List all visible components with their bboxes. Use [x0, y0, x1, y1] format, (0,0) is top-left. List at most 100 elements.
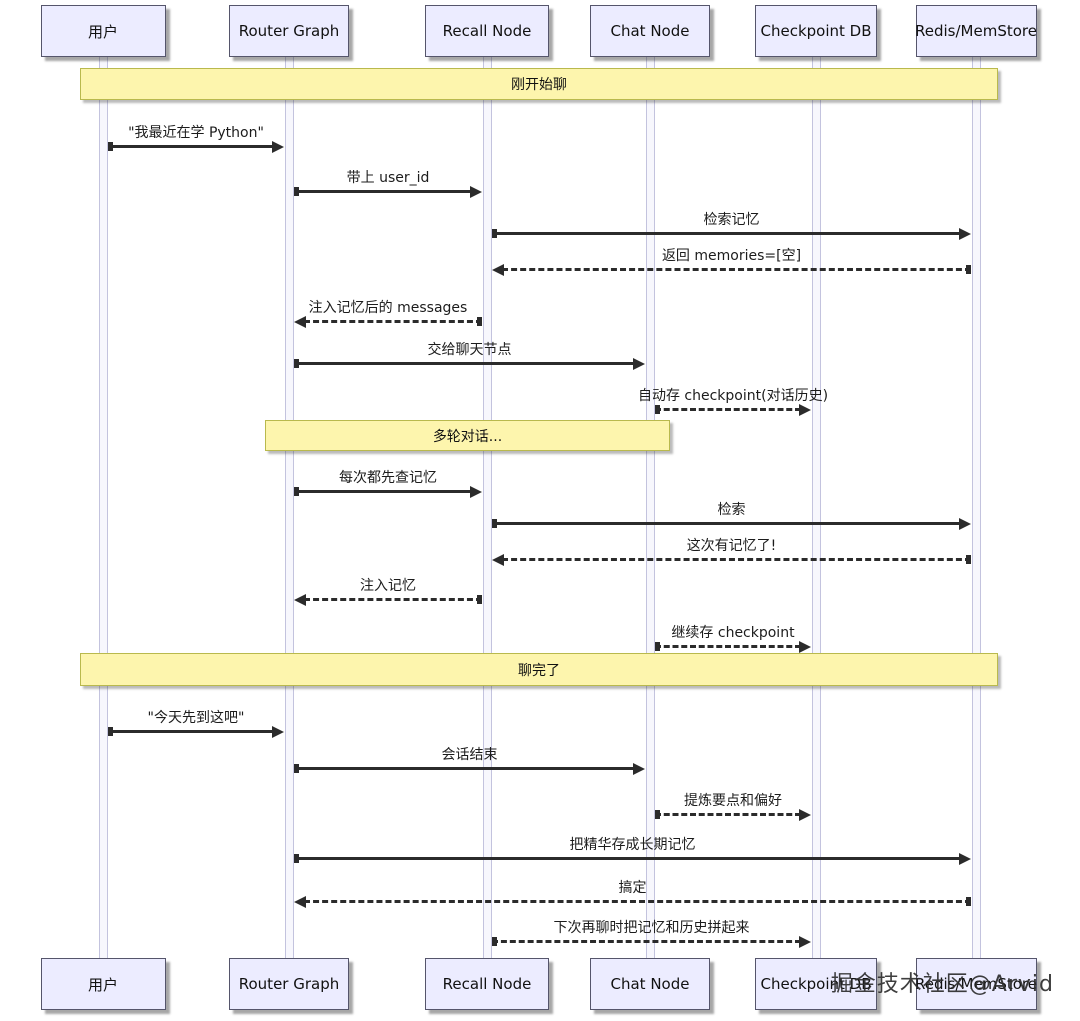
message-arrow-10 [304, 598, 482, 601]
arrowhead-icon [294, 315, 306, 328]
section-band-label: 聊完了 [518, 662, 560, 679]
message-arrow-17 [492, 940, 801, 943]
arrow-endcap [294, 487, 299, 496]
message-label-8: 检索 [717, 502, 746, 518]
participant-label: Chat Node [610, 975, 690, 993]
message-label-13: 会话结束 [441, 747, 498, 763]
message-label-6: 自动存 checkpoint(对话历史) [637, 388, 829, 404]
lifeline-chat [645, 57, 655, 960]
section-band-label: 刚开始聊 [511, 77, 567, 93]
lifeline-router [284, 57, 294, 960]
message-label-16: 搞定 [618, 880, 647, 896]
message-arrow-2 [492, 232, 961, 235]
arrowhead-icon [294, 895, 306, 908]
message-label-12: "今天先到这吧" [147, 710, 245, 726]
message-label-17: 下次再聊时把记忆和历史拼起来 [553, 920, 750, 936]
participant-box-bottom-router: Router Graph [229, 958, 349, 1010]
message-label-10: 注入记忆 [360, 578, 416, 594]
arrowhead-icon [470, 185, 482, 198]
message-arrow-13 [294, 767, 635, 770]
participant-box-bottom-checkpoint: Checkpoint DB [755, 958, 877, 1010]
arrowhead-icon [272, 140, 284, 153]
participant-label: Recall Node [442, 22, 532, 40]
arrow-endcap [294, 854, 299, 863]
participant-label: 用户 [87, 22, 118, 41]
participant-label: Redis/MemStore [915, 22, 1037, 40]
arrowhead-icon [272, 725, 284, 738]
section-band-label: 多轮对话... [432, 428, 503, 445]
message-arrow-3 [502, 268, 971, 271]
arrowhead-icon [959, 517, 971, 530]
message-arrow-7 [294, 490, 472, 493]
participant-label: Checkpoint DB [760, 22, 872, 40]
arrowhead-icon [294, 593, 306, 606]
participant-box-top-redis: Redis/MemStore [915, 5, 1037, 57]
section-band-0: 刚开始聊 [80, 68, 998, 100]
lifeline-recall [482, 57, 492, 960]
message-arrow-16 [304, 900, 971, 903]
participant-box-bottom-chat: Chat Node [590, 958, 710, 1010]
message-arrow-1 [294, 190, 472, 193]
arrow-endcap [108, 142, 113, 151]
arrowhead-icon [492, 263, 504, 276]
participant-label: Chat Node [610, 22, 690, 40]
arrowhead-icon [799, 403, 811, 416]
message-label-3: 返回 memories=[空] [661, 248, 802, 264]
watermark-text: 掘金技术社区@Arvid [830, 972, 1054, 997]
participant-label: Checkpoint DB [760, 975, 872, 993]
message-label-0: "我最近在学 Python" [128, 125, 264, 141]
message-label-15: 把精华存成长期记忆 [569, 837, 696, 853]
arrow-endcap [966, 897, 971, 906]
lifeline-user [98, 57, 108, 960]
arrow-endcap [492, 937, 497, 946]
participant-label: 用户 [87, 975, 118, 994]
arrowhead-icon [633, 357, 645, 370]
arrow-endcap [655, 405, 660, 414]
participant-label: Router Graph [238, 22, 340, 40]
section-band-1: 多轮对话... [265, 420, 670, 451]
arrowhead-icon [633, 762, 645, 775]
arrow-endcap [492, 519, 497, 528]
message-label-2: 检索记忆 [703, 212, 760, 228]
message-label-4: 注入记忆后的 messages [308, 300, 468, 316]
participant-box-top-recall: Recall Node [425, 5, 549, 57]
arrow-endcap [294, 187, 299, 196]
message-label-5: 交给聊天节点 [427, 342, 512, 358]
arrow-endcap [966, 265, 971, 274]
participant-box-top-user: 用户 [40, 5, 166, 57]
arrowhead-icon [959, 852, 971, 865]
message-arrow-4 [304, 320, 482, 323]
arrow-endcap [492, 229, 497, 238]
lifeline-redis [971, 57, 981, 960]
arrow-endcap [655, 810, 660, 819]
arrowhead-icon [799, 935, 811, 948]
arrow-endcap [477, 595, 482, 604]
arrowhead-icon [799, 808, 811, 821]
participant-box-bottom-user: 用户 [40, 958, 166, 1010]
message-label-9: 这次有记忆了! [686, 538, 777, 554]
participant-box-top-checkpoint: Checkpoint DB [755, 5, 877, 57]
message-arrow-9 [502, 558, 971, 561]
arrowhead-icon [799, 640, 811, 653]
message-arrow-11 [655, 645, 801, 648]
message-arrow-6 [655, 408, 801, 411]
arrow-endcap [477, 317, 482, 326]
participant-label: Recall Node [442, 975, 532, 993]
arrow-endcap [294, 359, 299, 368]
message-arrow-0 [108, 145, 274, 148]
section-band-2: 聊完了 [80, 653, 998, 686]
lifeline-checkpoint [811, 57, 821, 960]
participant-box-top-router: Router Graph [229, 5, 349, 57]
message-arrow-5 [294, 362, 635, 365]
message-arrow-8 [492, 522, 961, 525]
arrow-endcap [294, 764, 299, 773]
arrowhead-icon [470, 485, 482, 498]
participant-box-bottom-redis: Redis/MemStore [915, 958, 1037, 1010]
message-label-1: 带上 user_id [346, 170, 430, 186]
participant-label: Router Graph [238, 975, 340, 993]
participant-box-top-chat: Chat Node [590, 5, 710, 57]
arrow-endcap [655, 642, 660, 651]
message-arrow-12 [108, 730, 274, 733]
arrow-endcap [108, 727, 113, 736]
